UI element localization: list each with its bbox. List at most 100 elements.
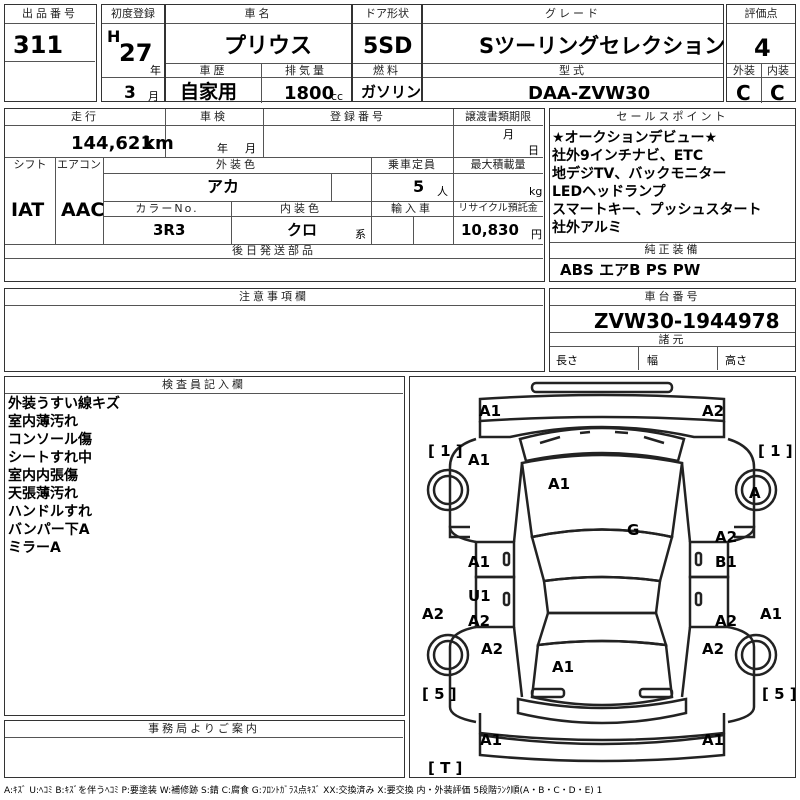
notes-box: 注意事項欄 <box>4 288 545 372</box>
damage-mark: A2 <box>715 612 737 630</box>
interior-color: クロ <box>287 221 318 239</box>
fuel-label: 燃料 <box>373 64 401 77</box>
damage-mark: A2 <box>715 528 737 546</box>
inspector-line: ハンドルすれ <box>8 504 92 520</box>
sales-point-line: LEDヘッドランプ <box>552 184 666 200</box>
inspector-line: 外装うすい線キズ <box>8 396 120 412</box>
spec-length: 長さ <box>556 354 578 367</box>
lot-number: 311 <box>13 31 64 59</box>
sales-point-line: 社外アルミ <box>552 220 622 236</box>
vehicle-details-box: 走行 車検 登録番号 譲渡書類期限 144,621 km 年 月 月 日 シフト… <box>4 108 545 282</box>
damage-mark: A1 <box>468 553 490 571</box>
score-label: 評価点 <box>744 7 778 20</box>
grade-label: グレード <box>545 7 601 20</box>
spec-height: 高さ <box>725 354 747 367</box>
inspection-month-unit: 月 <box>245 142 256 155</box>
damage-mark: A2 <box>468 612 490 630</box>
inspector-line: 室内薄汚れ <box>8 414 78 430</box>
damage-mark: A1 <box>552 658 574 676</box>
damage-mark: A1 <box>548 475 570 493</box>
mileage-label: 走行 <box>71 110 99 123</box>
equipment-items: ABS エアB PS PW <box>560 261 701 279</box>
door-type: 5SD <box>363 34 413 59</box>
inspection-year-unit: 年 <box>217 142 228 155</box>
int-label: 内装 <box>767 64 789 77</box>
reg-year: 27 <box>119 39 153 67</box>
damage-mark: A2 <box>422 605 444 623</box>
office-box: 事務局よりご案内 <box>4 720 405 778</box>
lot-number-box: 出品番号 311 <box>4 4 97 102</box>
import-label: 輸入車 <box>391 202 433 215</box>
shift-label: シフト <box>13 158 47 171</box>
reg-month: 3 <box>124 83 136 103</box>
door-box: ドア形状 5SD 燃料 ガソリン <box>352 4 422 102</box>
era: H <box>107 27 121 46</box>
office-label: 事務局よりご案内 <box>148 722 260 735</box>
mileage-unit: km <box>143 133 174 154</box>
inspector-box: 検査員記入欄 外装うすい線キズ 室内薄汚れ コンソール傷 シートすれ中 室内内張… <box>4 376 405 716</box>
ext-label: 外装 <box>733 64 755 77</box>
car-name-box: 車名 プリウス 車歴 排気量 自家用 1800 cc <box>165 4 352 103</box>
sales-point-line: ★オークションデビュー★ <box>552 130 718 146</box>
history: 自家用 <box>180 81 238 103</box>
recycle-label: リサイクル預託金 <box>458 203 538 214</box>
damage-mark: U1 <box>468 587 491 605</box>
load-label: 最大積載量 <box>470 158 526 171</box>
inspector-line: シートすれ中 <box>8 450 92 466</box>
sales-point-line: スマートキー、プッシュスタート <box>552 202 762 218</box>
inspector-line: コンソール傷 <box>8 432 92 448</box>
ext-grade: C <box>736 81 751 105</box>
transfer-day-unit: 日 <box>528 144 539 157</box>
interior-color-label: 内装色 <box>280 202 322 215</box>
month-unit: 月 <box>148 90 159 103</box>
door-label: ドア形状 <box>365 7 409 20</box>
score-box: 評価点 4 外装 内装 C C <box>726 4 796 105</box>
load-unit: kg <box>529 185 543 198</box>
sales-points-label: セールスポイント <box>616 110 729 123</box>
damage-mark: A1 <box>702 731 724 749</box>
specs-label: 諸元 <box>658 333 687 346</box>
spec-width: 幅 <box>647 354 658 367</box>
recycle-fee: 10,830 <box>461 221 519 239</box>
transfer-month-unit: 月 <box>503 128 514 141</box>
inspector-label: 検査員記入欄 <box>162 378 246 391</box>
capacity-label: 乗車定員 <box>388 158 436 171</box>
inspector-line: バンパー下A <box>8 522 90 538</box>
damage-mark: A2 <box>702 402 724 420</box>
mileage: 144,621 <box>71 133 153 154</box>
sales-points-box: セールスポイント ★オークションデビュー★ 社外9インチナビ、ETC 地デジTV… <box>549 108 796 282</box>
notes-label: 注意事項欄 <box>239 290 309 303</box>
model-code: DAA-ZVW30 <box>528 83 651 104</box>
spare-label: [ T ] <box>428 759 462 777</box>
chassis-label: 車台番号 <box>644 290 701 303</box>
car-name-label: 車名 <box>244 7 273 20</box>
first-reg-box: 初度登録 H 27 年 3 月 <box>101 4 165 102</box>
sales-point-line: 地デジTV、バックモニター <box>552 166 727 182</box>
sales-point-line: 社外9インチナビ、ETC <box>552 148 704 164</box>
capacity-unit: 人 <box>437 185 448 198</box>
color-no-label: カラーNo. <box>135 202 199 215</box>
ac-label: エアコン <box>57 158 101 171</box>
lot-label: 出品番号 <box>22 7 78 20</box>
recycle-unit: 円 <box>531 228 542 241</box>
damage-diagram: [ 1 ] [ 1 ] [ 5 ] [ 5 ] [ T ] A1 A2 A1 A… <box>409 376 796 778</box>
exterior-color: アカ <box>207 177 240 196</box>
tire-rl-label: [ 5 ] <box>422 685 457 703</box>
shift: IAT <box>11 199 45 221</box>
capacity: 5 <box>413 177 425 196</box>
grade: Sツーリングセレクション <box>479 34 726 58</box>
damage-mark: A1 <box>760 605 782 623</box>
displacement-unit: cc <box>331 90 344 103</box>
inspector-line: 天張薄汚れ <box>8 486 78 502</box>
chassis-box: 車台番号 ZVW30-1944978 諸元 長さ 幅 高さ <box>549 288 796 372</box>
car-name: プリウス <box>224 34 313 59</box>
damage-mark: B1 <box>715 553 737 571</box>
history-label: 車歴 <box>199 64 228 77</box>
year-unit: 年 <box>150 64 161 77</box>
later-parts-label: 後日発送部品 <box>232 244 316 257</box>
inspector-line: ミラーA <box>8 540 61 556</box>
exterior-color-label: 外装色 <box>216 158 258 171</box>
equipment-label: 純正装備 <box>644 243 701 256</box>
model-label: 型式 <box>559 64 587 77</box>
